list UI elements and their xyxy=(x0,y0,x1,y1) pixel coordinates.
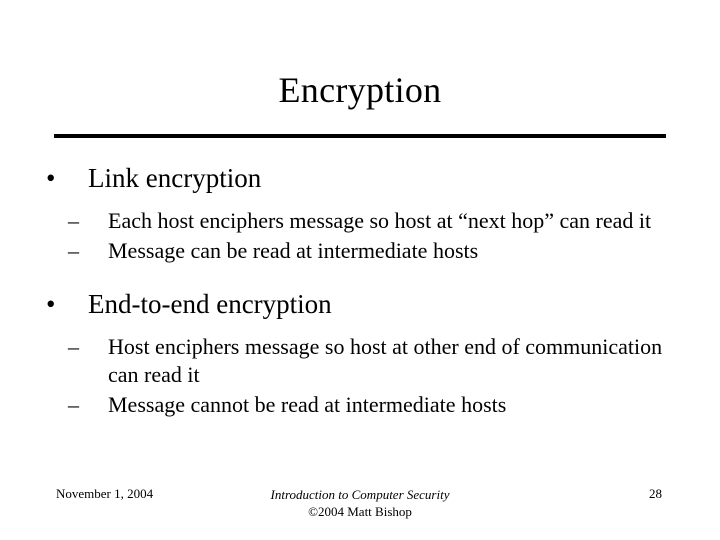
bullet-level2-text: Message cannot be read at intermediate h… xyxy=(108,392,507,417)
page-title: Encryption xyxy=(278,70,442,110)
bullet-level2-text: Host enciphers message so host at other … xyxy=(108,334,663,387)
dash-marker-icon: – xyxy=(68,334,79,359)
bullet-level2: – Host enciphers message so host at other… xyxy=(46,333,686,389)
dash-marker-icon: – xyxy=(68,392,79,417)
footer-date: November 1, 2004 xyxy=(56,486,154,501)
dash-marker-icon: – xyxy=(68,238,79,263)
bullet-level2: – Each host enciphers message so host at … xyxy=(46,207,686,235)
bullet-level1: • Link encryption xyxy=(46,161,686,195)
bullet-level2: – Message cannot be read at intermediate … xyxy=(46,391,686,419)
dash-marker-icon: – xyxy=(68,208,79,233)
slide-footer: November 1, 2004 Introduction to Compute… xyxy=(0,486,720,526)
footer-course-title: Introduction to Computer Security xyxy=(270,487,450,502)
bullet-level2-text: Each host enciphers message so host at “… xyxy=(108,208,652,233)
spacer xyxy=(46,197,686,205)
footer-center: Introduction to Computer Security ©2004 … xyxy=(0,486,720,520)
bullet-level2: – Message can be read at intermediate hos… xyxy=(46,237,686,265)
bullet-level2-text: Message can be read at intermediate host… xyxy=(108,238,479,263)
spacer xyxy=(46,323,686,331)
bullet-marker-icon: • xyxy=(46,163,56,193)
spacer xyxy=(46,265,686,281)
title-divider xyxy=(54,134,666,138)
bullet-marker-icon: • xyxy=(46,289,56,319)
bullet-level1: • End-to-end encryption xyxy=(46,287,686,321)
slide-body: • Link encryption – Each host enciphers m… xyxy=(46,155,686,419)
footer-copyright: ©2004 Matt Bishop xyxy=(308,504,412,519)
bullet-level1-text: End-to-end encryption xyxy=(88,289,332,319)
footer-page-number: 28 xyxy=(649,486,662,501)
bullet-level1-text: Link encryption xyxy=(88,163,262,193)
